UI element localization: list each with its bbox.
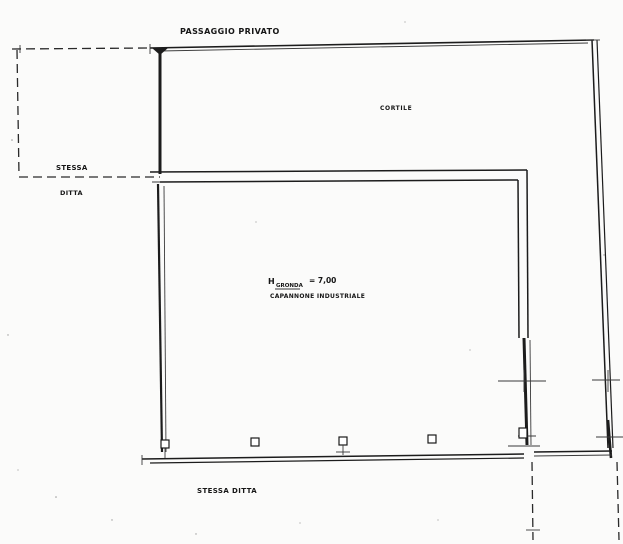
height-prefix: H — [268, 277, 275, 286]
scan-noise — [7, 21, 605, 535]
column-marker — [338, 436, 348, 446]
bottom-wall — [141, 450, 613, 465]
height-value: = 7,00 — [309, 276, 336, 285]
main-vertical-wall — [152, 48, 170, 453]
left-neighbor-label-line2: DITTA — [60, 189, 83, 197]
right-boundary — [586, 39, 614, 459]
column-marker — [160, 439, 170, 449]
passage-label: PASSAGGIO PRIVATO — [180, 27, 280, 36]
bottom-neighbor-label: STESSA DITTA — [197, 487, 257, 495]
top-boundary — [11, 39, 595, 54]
courtyard-label: CORTILE — [380, 105, 412, 112]
column-marker — [250, 437, 260, 447]
left-boundary — [16, 49, 160, 178]
internal-wall — [149, 169, 532, 446]
column-marker — [427, 434, 437, 444]
height-annotation: H GRONDA = 7,00 — [268, 276, 336, 290]
height-subscript: GRONDA — [276, 283, 304, 289]
dimension-markers — [498, 370, 623, 541]
building-name: CAPANNONE INDUSTRIALE — [270, 293, 365, 300]
columns — [160, 434, 437, 458]
left-neighbor-label-line1: STESSA — [56, 164, 88, 172]
